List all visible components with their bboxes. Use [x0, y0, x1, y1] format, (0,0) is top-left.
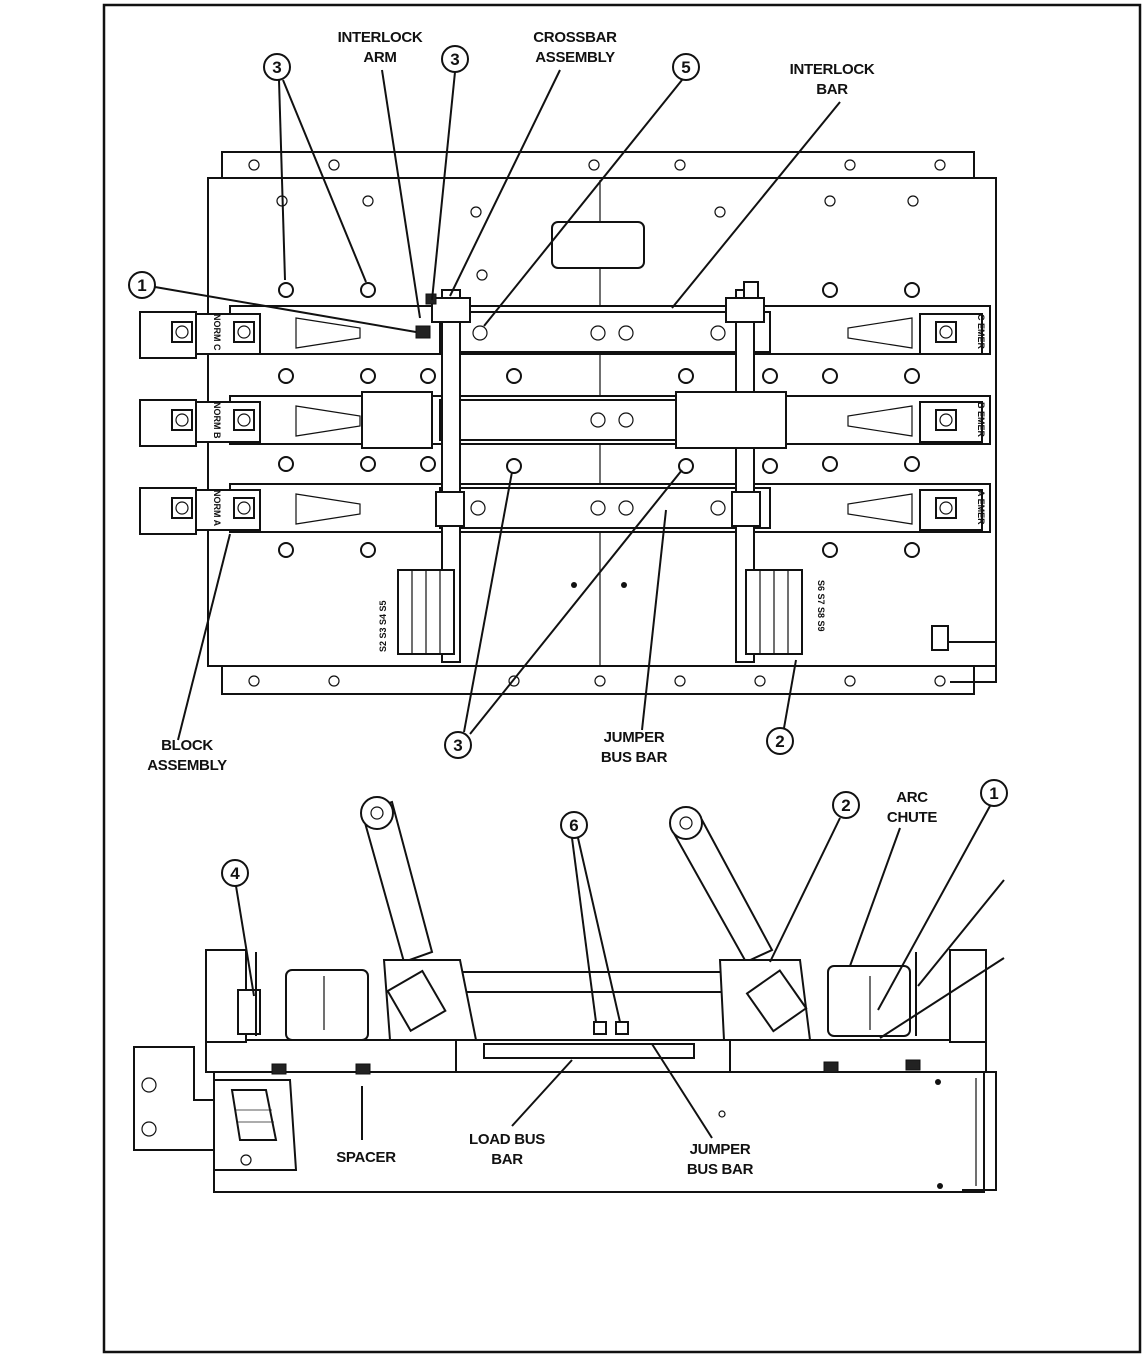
label-spacer: SPACER — [336, 1149, 396, 1166]
label-jumper-bottom-2: BUS BAR — [687, 1161, 754, 1178]
handle-left — [360, 796, 478, 1041]
label-load-bus-2: BAR — [491, 1151, 523, 1168]
emer-tag-b: B EMER — [976, 402, 986, 438]
arc-chute-left — [285, 969, 369, 1041]
svg-text:1: 1 — [137, 276, 146, 295]
callout-6: 6 — [560, 811, 588, 839]
side-bolts — [240, 1021, 943, 1189]
nameplate — [551, 221, 645, 269]
label-jumper-bottom-1: JUMPER — [690, 1141, 751, 1158]
emer-tag-c: C EMER — [976, 314, 986, 350]
callout-1-side: 1 — [980, 779, 1008, 807]
label-block-assembly-2: ASSEMBLY — [147, 757, 227, 774]
label-interlock-bar-1: INTERLOCK — [790, 61, 875, 78]
svg-text:2: 2 — [841, 796, 850, 815]
side-labels: ARC CHUTE SPACER LOAD BUS BAR JUMPER BUS… — [221, 779, 1008, 1178]
callout-2-top: 2 — [766, 727, 794, 755]
callout-1-top: 1 — [128, 271, 156, 299]
svg-text:2: 2 — [775, 732, 784, 751]
callout-4: 4 — [221, 859, 249, 887]
svg-text:3: 3 — [453, 736, 462, 755]
label-jumper-top-1: JUMPER — [604, 729, 665, 746]
svg-text:1: 1 — [989, 784, 998, 803]
norm-tag-c: NORM C — [212, 314, 222, 351]
label-jumper-top-2: BUS BAR — [601, 749, 668, 766]
label-crossbar-2: ASSEMBLY — [535, 49, 615, 66]
callout-2-side: 2 — [832, 791, 860, 819]
side-view — [133, 796, 997, 1193]
top-labels: INTERLOCK ARM CROSSBAR ASSEMBLY INTERLOC… — [128, 29, 875, 774]
svg-text:3: 3 — [272, 58, 281, 77]
handle-right — [669, 806, 812, 1041]
emer-tag-a: A EMER — [976, 490, 986, 525]
label-interlock-arm-2: ARM — [363, 49, 396, 66]
label-load-bus-1: LOAD BUS — [469, 1131, 545, 1148]
operator-left — [361, 391, 433, 449]
callout-3-a: 3 — [263, 53, 291, 81]
terminal-tag-left: S2 S3 S4 S5 — [378, 600, 388, 652]
top-view: S2 S3 S4 S5 S6 S7 S8 S9 NORM C NORM B NO… — [139, 151, 997, 695]
terminal-tag-right: S6 S7 S8 S9 — [816, 580, 826, 632]
terminal-block-left — [397, 569, 455, 655]
terminal-block-right — [745, 569, 803, 655]
svg-text:6: 6 — [569, 816, 578, 835]
arc-chute-right — [827, 965, 911, 1037]
svg-text:3: 3 — [450, 50, 459, 69]
base-channel — [213, 1071, 985, 1193]
callout-5: 5 — [672, 53, 700, 81]
callout-3-b: 3 — [441, 45, 469, 73]
label-crossbar-1: CROSSBAR — [533, 29, 617, 46]
label-block-assembly-1: BLOCK — [161, 737, 213, 754]
svg-text:4: 4 — [230, 864, 240, 883]
norm-tag-a: NORM A — [212, 490, 222, 527]
label-interlock-bar-2: BAR — [816, 81, 848, 98]
norm-tag-b: NORM B — [212, 402, 222, 439]
label-interlock-arm-1: INTERLOCK — [338, 29, 423, 46]
mounting-holes — [248, 159, 946, 687]
operator-right — [675, 391, 787, 449]
figure-frame — [102, 3, 1142, 1354]
label-arc-chute-2: CHUTE — [887, 809, 937, 826]
label-arc-chute-1: ARC — [896, 789, 928, 806]
ground-lug — [931, 625, 997, 683]
mounting-bracket — [133, 1046, 215, 1151]
load-bus-bar — [483, 1043, 695, 1059]
callout-3-c: 3 — [444, 731, 472, 759]
row-bolts — [278, 281, 920, 558]
svg-text:5: 5 — [681, 58, 690, 77]
